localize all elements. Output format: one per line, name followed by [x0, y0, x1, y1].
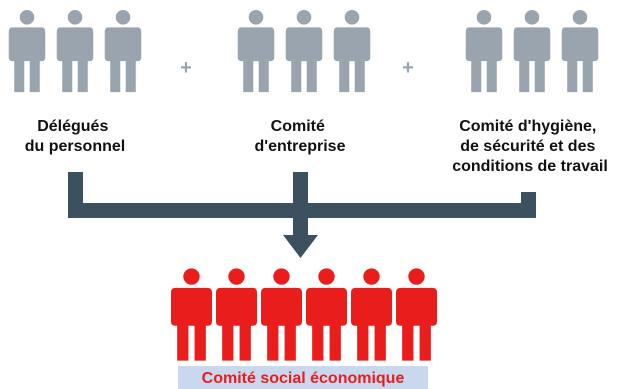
label-line: Comité — [271, 118, 325, 135]
person-icon — [561, 10, 599, 93]
label-delegues-du-personnel: Délégués du personnel — [25, 118, 125, 155]
comite-entreprise-people — [237, 10, 371, 93]
plus-sign: + — [402, 57, 414, 79]
label-comite-entreprise: Comité d'entreprise — [255, 118, 346, 155]
connector-down-stem — [293, 203, 308, 241]
person-icon — [333, 10, 371, 93]
label-line: Délégués — [37, 118, 108, 135]
person-icon — [56, 10, 94, 93]
label-line: de sécurité et des — [460, 138, 595, 155]
person-icon — [171, 268, 212, 361]
merge-connector — [68, 172, 536, 258]
person-icon — [261, 268, 302, 361]
result-label-background — [178, 366, 428, 389]
label-line: conditions de travail — [452, 158, 608, 175]
label-chsct: Comité d'hygiène, de sécurité et des con… — [452, 118, 608, 175]
person-icon — [216, 268, 257, 361]
person-icon — [8, 10, 46, 93]
person-icon — [351, 268, 392, 361]
comite-social-economique-people — [171, 268, 437, 361]
label-line: du personnel — [25, 138, 125, 155]
plus-sign: + — [180, 57, 192, 79]
chsct-people — [465, 10, 599, 93]
person-icon — [396, 268, 437, 361]
person-icon — [104, 10, 142, 93]
label-line: Comité d'hygiène, — [459, 118, 596, 135]
person-icon — [306, 268, 347, 361]
arrow-down-icon — [283, 235, 318, 258]
label-line: d'entreprise — [255, 138, 346, 155]
delegues-personnel-people — [8, 10, 142, 93]
person-icon — [513, 10, 551, 93]
person-icon — [237, 10, 275, 93]
result-label: Comité social économique — [202, 370, 405, 387]
person-icon — [465, 10, 503, 93]
person-icon — [285, 10, 323, 93]
